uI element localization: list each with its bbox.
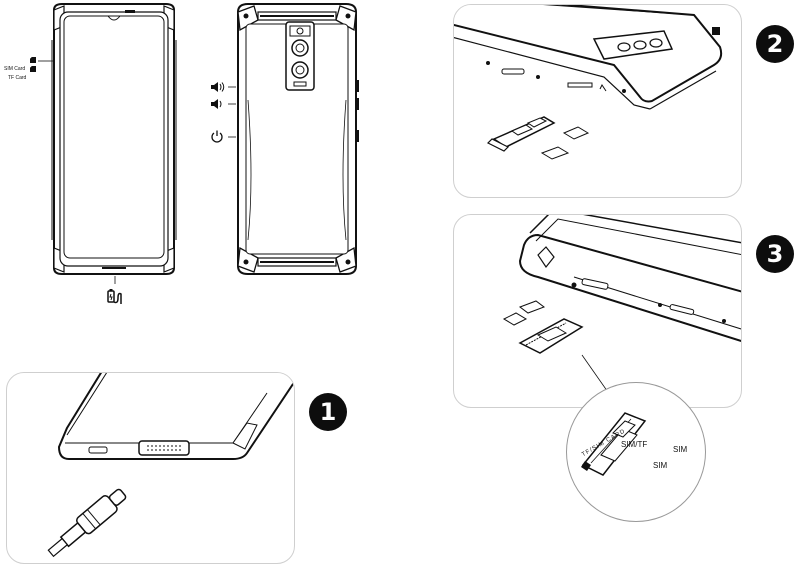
step-2-badge: 2	[756, 25, 794, 63]
power-icon	[210, 130, 236, 144]
tf-card-label: TF Card	[8, 75, 26, 81]
phone-front-outline	[40, 0, 190, 280]
tf-card-icon	[30, 66, 36, 72]
slot-sim-tf-label: SIM/TF	[621, 440, 647, 449]
charging-illustration	[7, 373, 294, 563]
phone-back-outline	[228, 0, 378, 280]
slot-sim-bottom-label: SIM	[653, 461, 667, 470]
tray-eject-illustration	[454, 5, 741, 197]
charging-port-icon	[106, 288, 126, 308]
charging-port-leader	[114, 276, 116, 286]
phone-front-view	[40, 0, 190, 280]
tray-insert-illustration	[454, 215, 741, 407]
phone-back-view	[228, 0, 378, 280]
step-1-panel	[6, 372, 295, 564]
step-3-badge: 3	[756, 235, 794, 273]
sim-card-icon	[30, 57, 36, 63]
step-1-badge: 1	[309, 393, 347, 431]
tf-card-label-group: TF Card	[8, 66, 26, 84]
volume-down-icon	[210, 98, 236, 110]
step-2-panel	[453, 4, 742, 198]
slot-sim-right-label: SIM	[673, 445, 687, 454]
tray-zoom-circle: SIM/TF SIM SIM TF/SIM CARD	[566, 382, 706, 522]
sim-slot-leader	[38, 60, 58, 64]
step-3-panel	[453, 214, 742, 408]
volume-up-icon	[210, 81, 236, 93]
